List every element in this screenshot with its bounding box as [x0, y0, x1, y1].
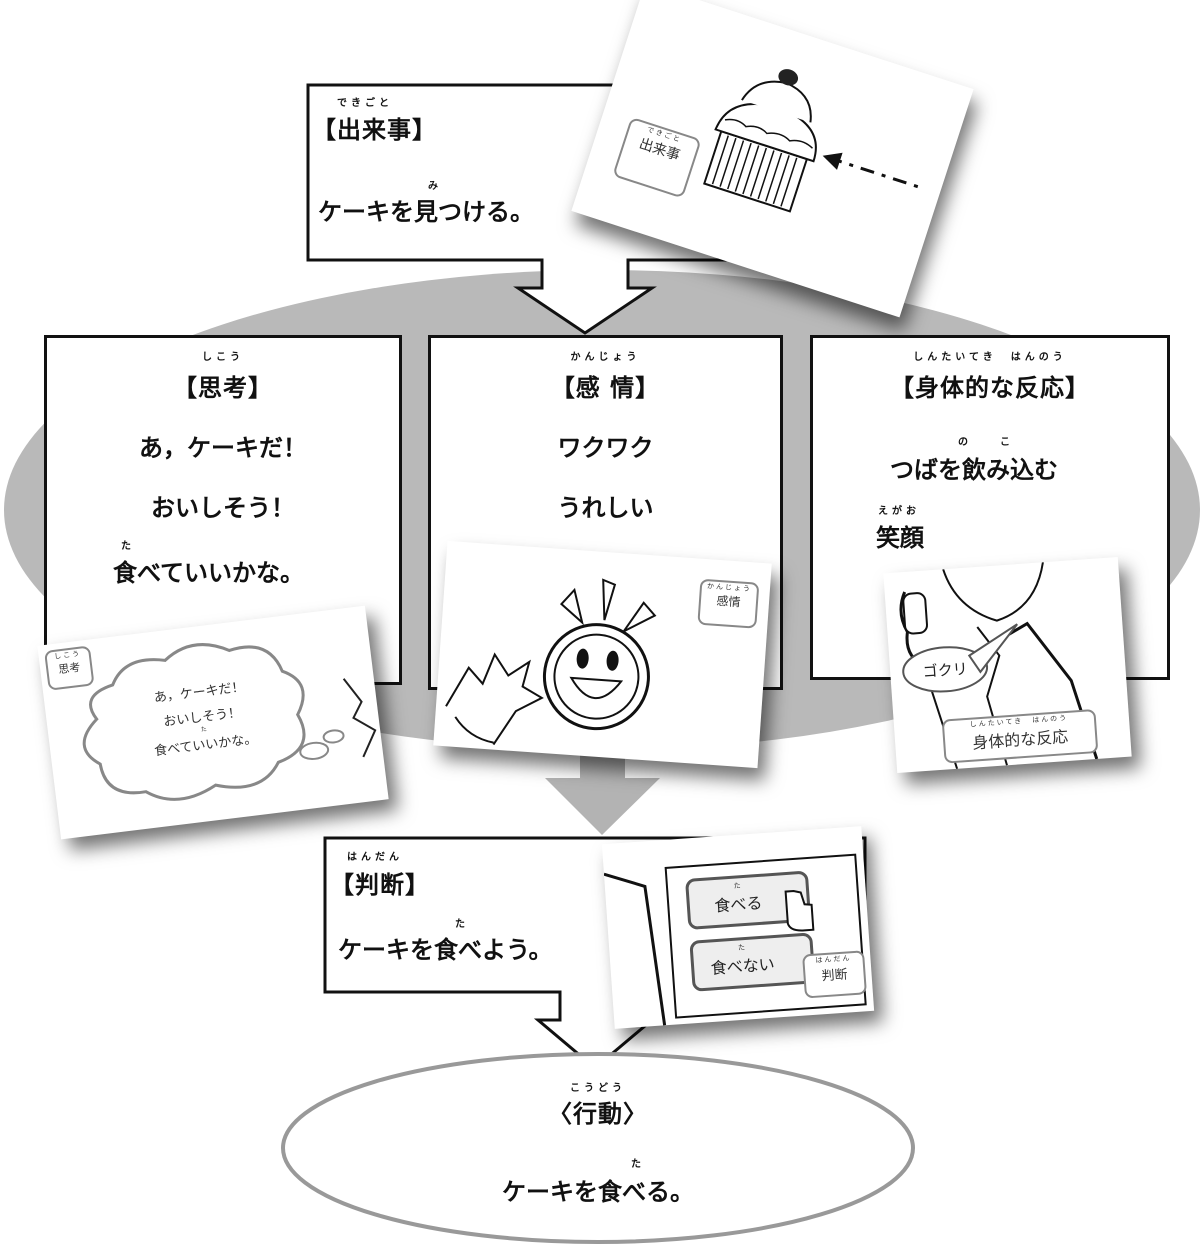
action-title: 〈行動〉	[548, 1100, 648, 1128]
event-title: 【出来事】	[312, 116, 437, 144]
event-text: ケーキを見つける。	[318, 198, 534, 226]
body-line-2: 笑顔	[876, 524, 924, 552]
judgment-title-ruby: はんだん	[347, 852, 403, 863]
action-title-ruby: こうどう	[570, 1083, 626, 1094]
emotion-line-2: うれしい	[557, 494, 654, 522]
body-photo: ゴクリ しんたいてき はんのう 身体的な反応	[883, 557, 1132, 773]
judgment-text-ruby: た	[455, 919, 469, 930]
thought-line-2: おいしそう！	[151, 494, 295, 522]
thought-line-3: 食べていいかな。	[113, 559, 305, 587]
emotion-title-ruby: かんじょう	[570, 352, 641, 363]
event-text-ruby: み	[428, 181, 442, 192]
body-title: 【身体的な反応】	[890, 374, 1090, 402]
body-line-2-ruby: えがお	[878, 506, 920, 517]
judgment-title: 【判断】	[330, 871, 430, 899]
thought-photo: しこう 思考 あ，ケーキだ！ おいしそう！ た 食べていいかな。	[37, 605, 389, 840]
emotion-photo: かんじょう 感情	[433, 540, 772, 769]
body-title-ruby: しんたいてき はんのう	[913, 352, 1067, 363]
action-text-ruby: た	[631, 1159, 645, 1170]
action-text: ケーキを食べる。	[502, 1178, 694, 1206]
judgment-photo: た 食べる た 食べない はんだん 判断	[601, 826, 875, 1029]
event-title-ruby: できごと	[337, 98, 393, 109]
emotion-line-1: ワクワク	[557, 434, 654, 462]
body-line-1-ruby: の こ	[958, 437, 1014, 448]
judgment-text: ケーキを食べよう。	[338, 936, 553, 964]
body-line-1: つばを飲み込む	[890, 456, 1058, 484]
thought-title-ruby: しこう	[202, 352, 244, 363]
thought-line-3-ruby: た	[121, 541, 135, 552]
thought-line-1: あ，ケーキだ！	[139, 434, 307, 462]
thought-title: 【思考】	[173, 374, 273, 402]
emotion-title: 【感 情】	[550, 374, 661, 402]
event-photo: できごと 出来事	[571, 0, 974, 318]
